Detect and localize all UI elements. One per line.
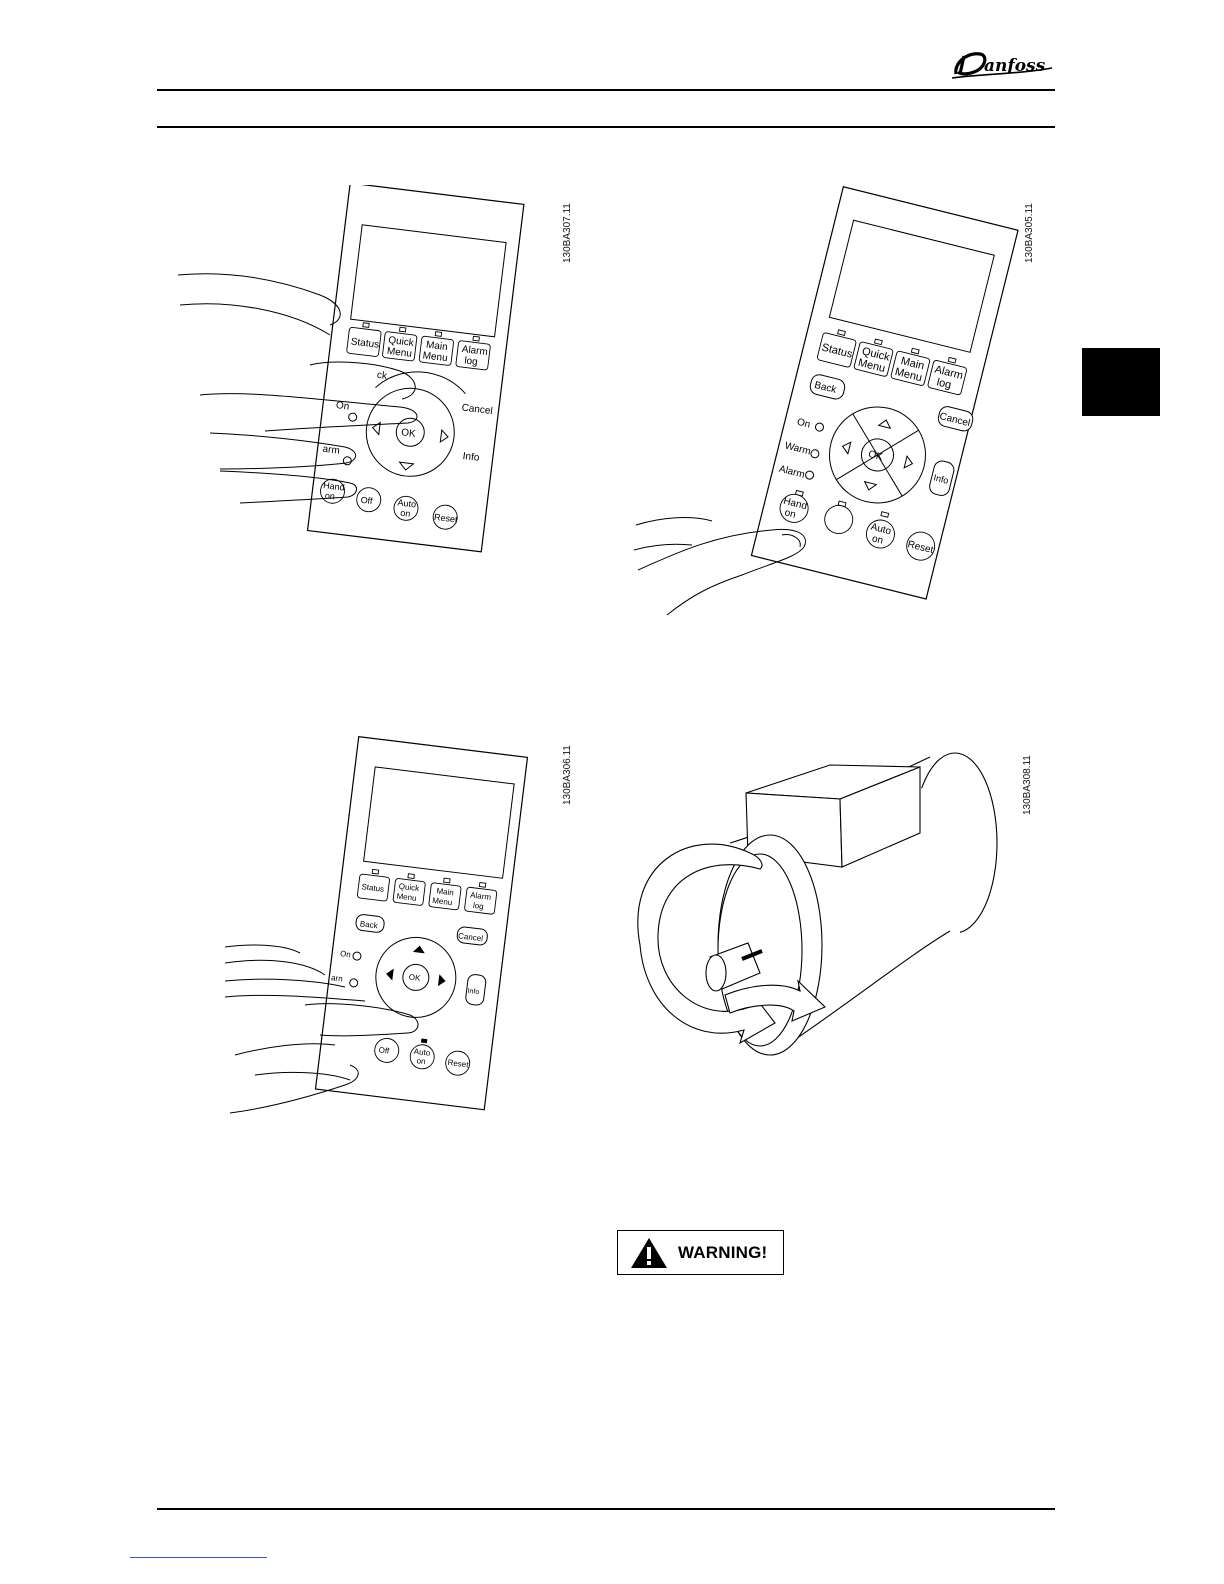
- figure-lcp-stop: Status Quick Menu Main Menu Alarm log Ba…: [224, 735, 573, 1120]
- chapter-tab: [1082, 348, 1160, 416]
- alarm-log-button-line2: log: [935, 376, 952, 391]
- hand-on-button-line2: on: [783, 507, 796, 520]
- reset-button: Reset: [434, 512, 459, 525]
- figure-code: 130BA305.11: [1024, 203, 1035, 263]
- info-button: Info: [933, 472, 950, 485]
- on-indicator-label: On: [335, 400, 350, 413]
- alarm-log-button: Alarm: [461, 344, 488, 358]
- auto-on-button: Auto: [397, 497, 417, 509]
- warn-indicator-label: arm: [322, 444, 340, 457]
- header-rule-top: [157, 89, 1055, 91]
- warning-label: WARNING!: [678, 1242, 768, 1262]
- alarm-log-button-line2: log: [472, 901, 484, 911]
- auto-on-button: Auto: [413, 1047, 431, 1058]
- figure-code: 130BA307.11: [562, 203, 573, 263]
- rotation-arrow-icon: [637, 843, 826, 1045]
- warning-box: WARNING!: [617, 1230, 784, 1275]
- figure-lcp-off: Status Quick Menu Main Menu Alarm log Ba…: [632, 185, 1052, 625]
- footer-link-underline[interactable]: [130, 1557, 267, 1558]
- warning-triangle-icon: [631, 1237, 667, 1268]
- figure-code: 130BA306.11: [562, 745, 573, 805]
- back-button-partial: ck: [376, 370, 388, 382]
- quick-menu-button: Quick: [398, 882, 420, 894]
- header-rule-bottom: [157, 126, 1055, 128]
- danfoss-logo: anfoss: [951, 52, 1053, 79]
- auto-on-button-line2: on: [871, 533, 884, 546]
- reset-button: Reset: [447, 1058, 470, 1070]
- alarm-log-button: Alarm: [470, 890, 492, 902]
- back-button: Back: [359, 919, 379, 930]
- ok-button: OK: [400, 427, 416, 440]
- main-menu-button-line2: Menu: [432, 896, 453, 907]
- quick-menu-button: Quick: [388, 335, 416, 349]
- cancel-button: Cancel: [461, 402, 493, 417]
- on-indicator-label: On: [340, 949, 352, 959]
- auto-on-button-line2: on: [400, 508, 411, 519]
- main-menu-button: Main: [899, 355, 925, 372]
- back-button: Back: [813, 380, 838, 396]
- main-menu-button-line2: Menu: [422, 350, 448, 364]
- pressing-finger-icon: [633, 517, 806, 616]
- quick-menu-button-line2: Menu: [386, 346, 412, 360]
- quick-menu-button-line2: Menu: [396, 892, 417, 903]
- hand-on-button-line2: on: [324, 490, 335, 501]
- auto-on-button: Auto: [870, 522, 893, 538]
- warn-indicator-label: arn: [331, 973, 344, 983]
- off-button: Off: [360, 495, 373, 506]
- cancel-button: Cancel: [458, 931, 484, 943]
- hand-on-button: Hand: [323, 480, 346, 493]
- ok-button: OK: [408, 973, 421, 983]
- main-menu-button: Main: [425, 340, 448, 354]
- figure-code: 130BA308.11: [1022, 755, 1033, 815]
- info-button: Info: [462, 451, 480, 464]
- footer-rule: [157, 1508, 1055, 1510]
- pressing-hand-icon: [224, 944, 419, 1114]
- status-button: Status: [350, 336, 379, 350]
- info-button: Info: [467, 988, 480, 996]
- on-indicator-label: On: [796, 417, 812, 431]
- status-button: Status: [361, 882, 385, 894]
- figure-motor-rotation: 130BA308.11: [630, 745, 1050, 1095]
- off-button: Off: [378, 1045, 390, 1055]
- pressing-hand-icon: [177, 273, 418, 504]
- alarm-log-button-line2: log: [464, 355, 479, 368]
- figure-lcp-navigate: Status Quick Menu Main Menu Alarm log ck…: [170, 182, 573, 585]
- main-menu-button: Main: [436, 886, 454, 897]
- auto-on-button-line2: on: [416, 1056, 426, 1066]
